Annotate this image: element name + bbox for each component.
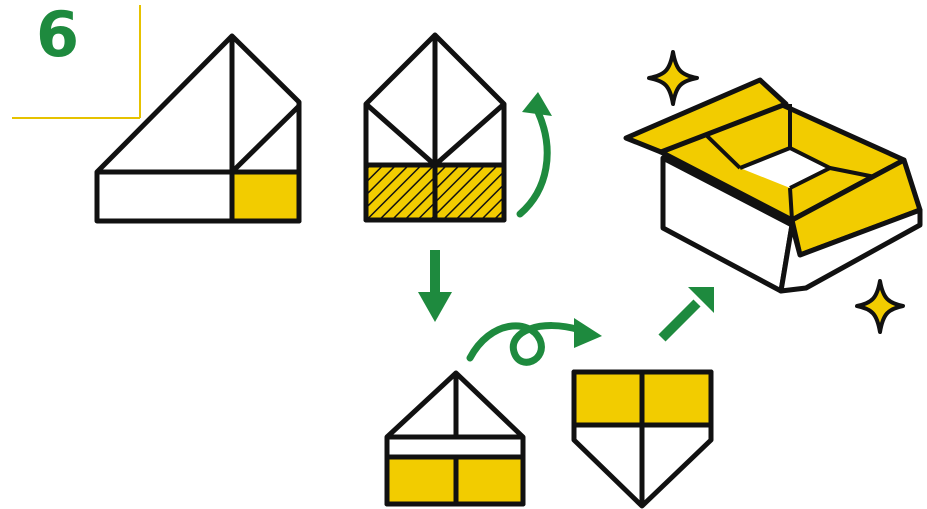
sparkle-icon bbox=[649, 52, 697, 104]
fold-step-b bbox=[366, 35, 504, 220]
fold-step-a bbox=[97, 36, 299, 221]
up-right-arrow-icon bbox=[662, 287, 714, 338]
flip-over-arrow-head bbox=[574, 318, 602, 348]
fold-up-arrow-head bbox=[522, 92, 552, 116]
finished-box bbox=[626, 80, 920, 291]
fold-up-arrow-icon bbox=[520, 112, 547, 214]
fold-step-c bbox=[387, 373, 523, 504]
step-guide-lines bbox=[12, 5, 140, 118]
down-arrow-icon bbox=[418, 250, 452, 322]
fold-step-d bbox=[574, 372, 711, 506]
flip-over-arrow-icon bbox=[470, 326, 580, 363]
sparkle-icon bbox=[857, 281, 903, 332]
